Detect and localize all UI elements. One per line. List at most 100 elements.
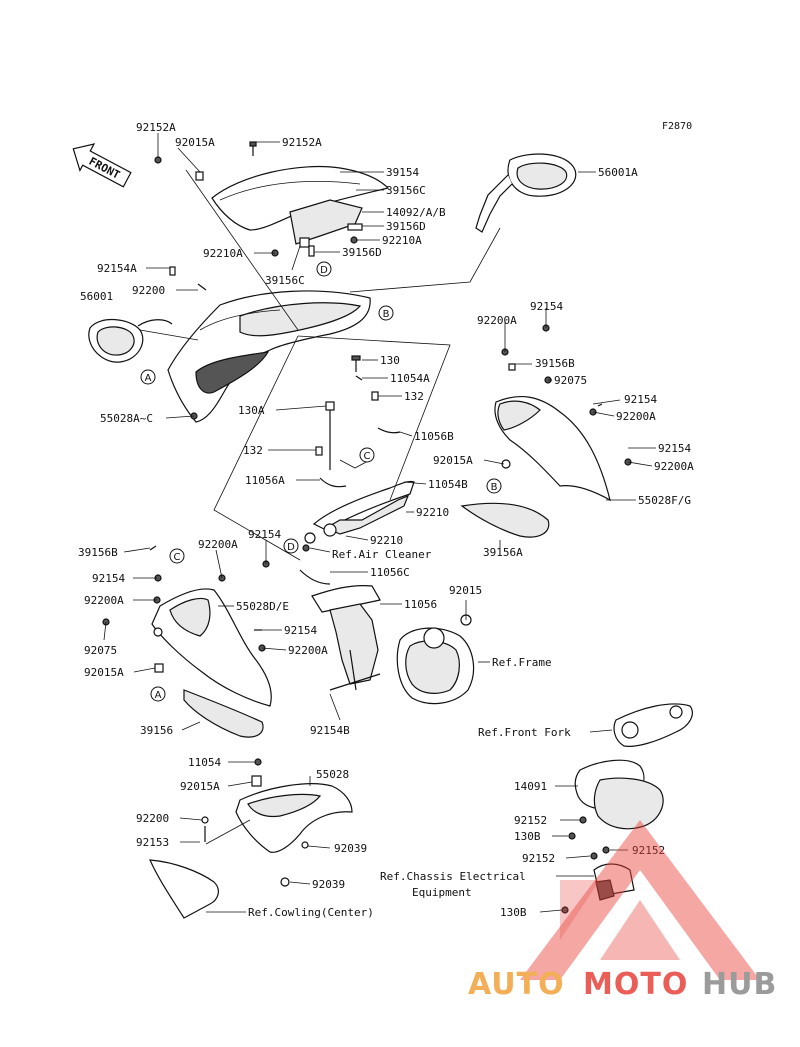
label-92210A-left: 92210A — [203, 247, 243, 260]
label-92152-b: 92152 — [522, 852, 555, 865]
label-92152-a: 92152 — [514, 814, 547, 827]
label-ref-cowling-center: Ref.Cowling(Center) — [248, 906, 374, 919]
label-92154-l2: 92154 — [92, 572, 125, 585]
pad-39156A — [460, 502, 550, 538]
label-92154-r2: 92154 — [624, 393, 657, 406]
label-55028DE: 55028D/E — [236, 600, 289, 613]
label-92200A-r1: 92200A — [477, 314, 517, 327]
label-92015A-left: 92015A — [84, 666, 124, 679]
label-39156D-top: 39156D — [386, 220, 426, 233]
mount-bracket-11056 — [299, 544, 381, 691]
label-92200A-l1: 92200A — [198, 538, 238, 551]
svg-text:A: A — [155, 690, 162, 701]
label-92015A-top: 92015A — [175, 136, 215, 149]
label-92200A-r3: 92200A — [654, 460, 694, 473]
label-132-lower: 132 — [243, 444, 263, 457]
label-92152A-top: 92152A — [136, 121, 176, 134]
upper-cowl — [167, 266, 371, 423]
label-39156: 39156 — [140, 724, 173, 737]
label-92153: 92153 — [136, 836, 169, 849]
callout-c-left: C — [169, 548, 185, 564]
label-14092: 14092/A/B — [386, 206, 446, 219]
label-55028: 55028 — [316, 768, 349, 781]
callout-d-center: D — [283, 538, 299, 554]
label-92210-right: 92210 — [416, 506, 449, 519]
figure-code: F2870 — [662, 121, 692, 132]
label-92210A-right: 92210A — [382, 234, 422, 247]
part-labels: 92152A 92015A 92152A 39154 39156C 14092/… — [78, 121, 694, 919]
label-92039-lower: 92039 — [312, 878, 345, 891]
label-ref-front-fork: Ref.Front Fork — [478, 726, 571, 739]
label-11056A: 11056A — [245, 474, 285, 487]
label-92154-l1: 92154 — [248, 528, 281, 541]
label-11056: 11056 — [404, 598, 437, 611]
front-fork-ref — [613, 703, 693, 747]
mirror-56001A — [475, 153, 577, 233]
label-11056B: 11056B — [414, 430, 454, 443]
svg-text:B: B — [491, 482, 498, 493]
label-92152-c: 92152 — [632, 844, 665, 857]
label-ref-air-cleaner: Ref.Air Cleaner — [332, 548, 432, 561]
label-55028FG: 55028F/G — [638, 494, 691, 507]
label-92154-r1: 92154 — [530, 300, 563, 313]
svg-text:C: C — [364, 451, 371, 462]
label-92154A: 92154A — [97, 262, 137, 275]
label-11056C: 11056C — [370, 566, 410, 579]
label-92154B: 92154B — [310, 724, 350, 737]
svg-text:B: B — [383, 309, 390, 320]
label-92015A-lower: 92015A — [180, 780, 220, 793]
callout-b-upper: B — [378, 305, 394, 321]
mirror-56001 — [88, 319, 173, 363]
svg-text:D: D — [287, 542, 295, 553]
label-56001A: 56001A — [598, 166, 638, 179]
steering-cover-14091 — [561, 759, 664, 914]
label-92200-lower: 92200 — [136, 812, 169, 825]
watermark-triangle-logo — [520, 820, 760, 980]
stay-bracket — [304, 355, 415, 544]
watermark-hub: HUB — [702, 967, 777, 1002]
label-11054B: 11054B — [428, 478, 468, 491]
label-92154-r3: 92154 — [658, 442, 691, 455]
svg-text:A: A — [145, 373, 152, 384]
callout-a-left: A — [150, 686, 166, 702]
label-92200-upper: 92200 — [132, 284, 165, 297]
label-14091: 14091 — [514, 780, 547, 793]
callout-a-upper: A — [140, 369, 156, 385]
center-cowling-ref — [149, 859, 219, 919]
callout-b-right: B — [486, 478, 502, 494]
frame-ref — [396, 614, 475, 705]
label-39156B-right: 39156B — [535, 357, 575, 370]
label-11054A: 11054A — [390, 372, 430, 385]
pad-39156 — [183, 689, 264, 738]
label-92210-center: 92210 — [370, 534, 403, 547]
callout-d-upper: D — [316, 261, 332, 277]
label-11054: 11054 — [188, 756, 221, 769]
label-equipment: Equipment — [412, 886, 472, 899]
watermark-auto: AUTO — [468, 967, 565, 1002]
label-39156D-mid: 39156D — [342, 246, 382, 259]
label-92152A-mid: 92152A — [282, 136, 322, 149]
label-55028A-C: 55028A~C — [100, 412, 153, 425]
label-92075-right: 92075 — [554, 374, 587, 387]
automotohub-watermark: AUTO MOTO HUB — [468, 820, 777, 1002]
inner-cowl-55028FG — [494, 324, 632, 502]
label-130: 130 — [380, 354, 400, 367]
leader-lines — [103, 133, 656, 913]
label-132-upper: 132 — [404, 390, 424, 403]
front-direction-arrow: FRONT — [72, 143, 132, 188]
label-56001: 56001 — [80, 290, 113, 303]
label-39156B-left: 39156B — [78, 546, 118, 559]
lower-cowl-55028 — [201, 758, 353, 887]
watermark-moto: MOTO — [583, 967, 688, 1002]
label-92039-right: 92039 — [334, 842, 367, 855]
label-92200A-r2: 92200A — [616, 410, 656, 423]
label-92154-l3: 92154 — [284, 624, 317, 637]
label-39156A: 39156A — [483, 546, 523, 559]
label-92015: 92015 — [449, 584, 482, 597]
label-39154: 39154 — [386, 166, 419, 179]
windshield-group — [154, 141, 390, 257]
label-92015A-right: 92015A — [433, 454, 473, 467]
inner-cowl-55028DE — [102, 545, 272, 707]
label-92200A-l2: 92200A — [84, 594, 124, 607]
